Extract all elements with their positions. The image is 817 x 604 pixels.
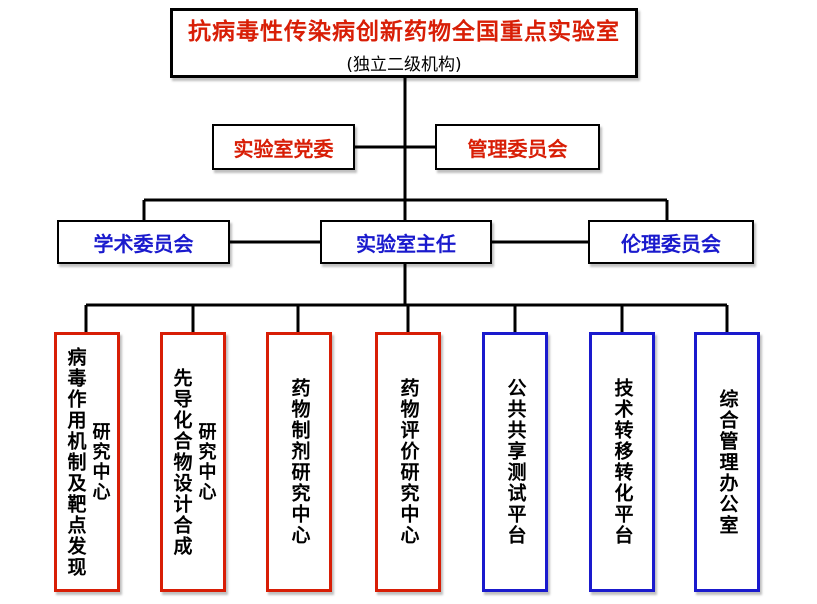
unit-formulation-box: 药物制剂研究中心 [266, 332, 332, 592]
unit-virus-mechanism-box: 病毒作用机制及靶点发现 研究中心 [54, 332, 120, 592]
lab-title: 抗病毒性传染病创新药物全国重点实验室 [188, 18, 620, 45]
director-label: 实验室主任 [356, 231, 456, 256]
top-lab-box: 抗病毒性传染病创新药物全国重点实验室 (独立二级机构) [170, 8, 638, 78]
ethics-committee-box: 伦理委员会 [588, 220, 754, 264]
unit-main-label: 药物评价研究中心 [397, 378, 420, 546]
academic-committee-box: 学术委员会 [57, 220, 230, 264]
ethics-committee-label: 伦理委员会 [621, 231, 721, 256]
unit-evaluation-box: 药物评价研究中心 [375, 332, 441, 592]
management-committee-label: 管理委员会 [467, 136, 568, 161]
management-committee-box: 管理委员会 [435, 124, 600, 170]
unit-sub-label: 研究中心 [89, 422, 111, 502]
unit-main-label: 综合管理办公室 [716, 388, 739, 536]
unit-sub-label: 研究中心 [195, 422, 217, 502]
director-box: 实验室主任 [320, 220, 492, 264]
unit-main-label: 技术转移转化平台 [611, 378, 634, 546]
unit-shared-testing-box: 公共共享测试平台 [482, 332, 548, 592]
unit-main-label: 公共共享测试平台 [504, 378, 527, 546]
unit-lead-compound-box: 先导化合物设计合成 研究中心 [160, 332, 226, 592]
party-committee-label: 实验室党委 [233, 136, 334, 161]
unit-main-label: 先导化合物设计合成 [170, 367, 193, 557]
academic-committee-label: 学术委员会 [93, 231, 194, 256]
unit-tech-transfer-box: 技术转移转化平台 [589, 332, 655, 592]
party-committee-box: 实验室党委 [212, 124, 355, 170]
unit-main-label: 药物制剂研究中心 [288, 378, 311, 546]
unit-main-label: 病毒作用机制及靶点发现 [64, 346, 87, 578]
lab-subtitle: (独立二级机构) [346, 54, 462, 75]
unit-admin-office-box: 综合管理办公室 [694, 332, 760, 592]
